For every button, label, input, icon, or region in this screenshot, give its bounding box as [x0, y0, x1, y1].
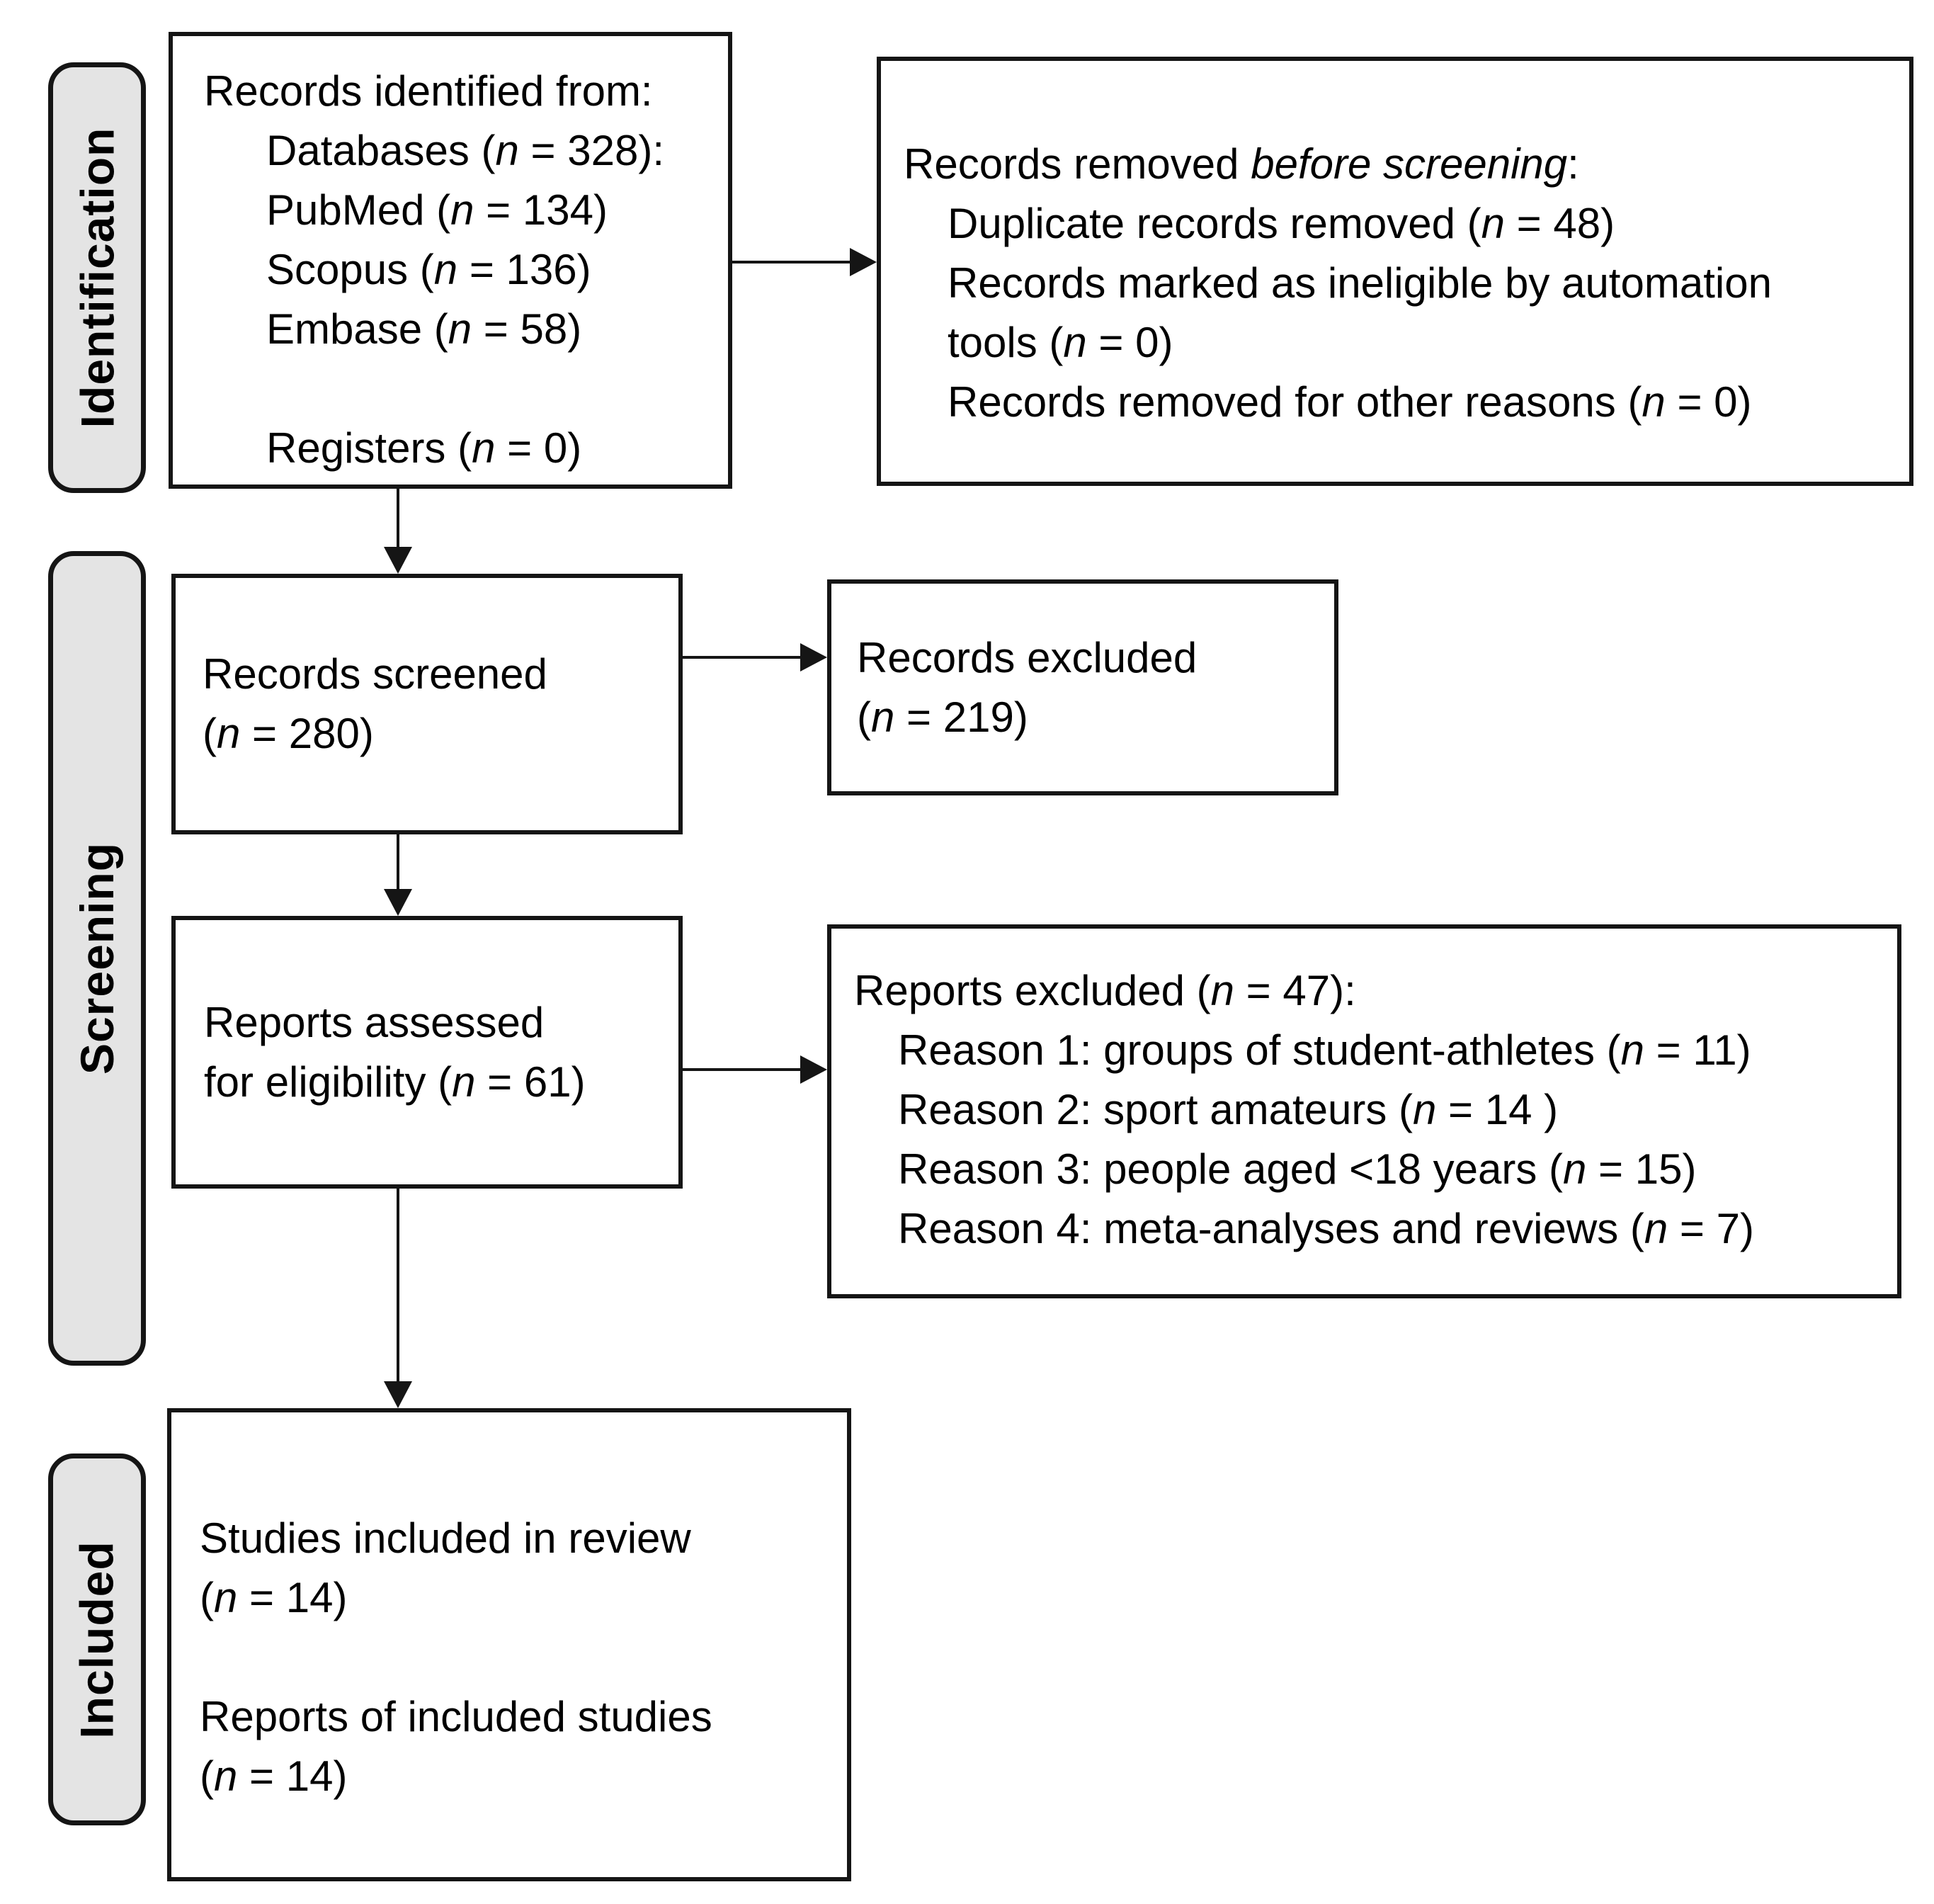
box-reports-excluded: Reports excluded (n = 47): Reason 1: gro…: [827, 924, 1901, 1298]
arrow-identified-to-removed-head: [850, 248, 877, 276]
stage-included-label: Included: [71, 1540, 124, 1739]
arrow-identified-to-removed-line: [732, 261, 851, 264]
records-excluded-count: (n = 219): [857, 693, 1028, 741]
records-screened-count: (n = 280): [203, 710, 374, 757]
records-removed-other: Records removed for other reasons (n = 0…: [948, 378, 1752, 426]
box-studies-included: Studies included in review (n = 14) Repo…: [167, 1408, 851, 1881]
records-identified-title: Records identified from:: [204, 67, 653, 115]
reports-excluded-reason-2: Reason 2: sport amateurs (n = 14 ): [898, 1086, 1559, 1133]
stage-identification: Identification: [48, 62, 146, 493]
box-records-screened: Records screened (n = 280): [171, 574, 683, 834]
arrow-identified-to-screened-line: [397, 489, 399, 548]
studies-included-spacer: [200, 1628, 840, 1687]
stage-screening: Screening: [48, 551, 146, 1366]
reports-excluded-reason-4: Reason 4: meta-analyses and reviews (n =…: [898, 1205, 1754, 1252]
records-identified-pubmed: PubMed (n = 134): [266, 186, 608, 234]
arrow-screened-to-excluded-line: [683, 656, 802, 659]
arrow-screened-to-assessed-line: [397, 834, 399, 890]
stage-identification-label: Identification: [71, 127, 124, 429]
records-excluded-title: Records excluded: [857, 633, 1198, 681]
reports-included-count: (n = 14): [200, 1752, 348, 1800]
arrow-screened-to-excluded-head: [800, 643, 827, 672]
box-records-identified: Records identified from: Databases (n = …: [169, 32, 732, 489]
records-removed-automation-cont: tools (n = 0): [948, 319, 1173, 366]
arrow-assessed-to-included-line: [397, 1189, 399, 1383]
studies-included-title: Studies included in review: [200, 1514, 691, 1562]
records-removed-title: Records removed before screening:: [904, 140, 1579, 188]
records-identified-registers: Registers (n = 0): [266, 424, 582, 472]
records-identified-spacer: [204, 359, 721, 419]
arrow-identified-to-screened-head: [384, 547, 412, 574]
records-identified-embase: Embase (n = 58): [266, 305, 582, 353]
arrow-screened-to-assessed-head: [384, 889, 412, 916]
records-removed-duplicates: Duplicate records removed (n = 48): [948, 200, 1615, 247]
records-identified-scopus: Scopus (n = 136): [266, 246, 591, 293]
records-removed-automation: Records marked as ineligible by automati…: [948, 259, 1772, 307]
arrow-assessed-to-reports-excluded-line: [683, 1068, 802, 1071]
reports-excluded-reason-1: Reason 1: groups of student-athletes (n …: [898, 1026, 1751, 1074]
stage-included: Included: [48, 1454, 146, 1825]
records-identified-databases: Databases (n = 328):: [266, 127, 665, 174]
reports-assessed-count: for eligibility (n = 61): [204, 1058, 586, 1106]
reports-assessed-title: Reports assessed: [204, 998, 545, 1046]
reports-excluded-title: Reports excluded (n = 47):: [854, 967, 1356, 1014]
studies-included-count: (n = 14): [200, 1574, 348, 1621]
stage-screening-label: Screening: [71, 842, 124, 1075]
box-records-removed: Records removed before screening: Duplic…: [877, 57, 1913, 486]
arrow-assessed-to-included-head: [384, 1381, 412, 1408]
box-reports-assessed: Reports assessed for eligibility (n = 61…: [171, 916, 683, 1189]
reports-excluded-reason-3: Reason 3: people aged <18 years (n = 15): [898, 1145, 1697, 1193]
records-screened-title: Records screened: [203, 650, 547, 698]
arrow-assessed-to-reports-excluded-head: [800, 1055, 827, 1084]
box-records-excluded: Records excluded (n = 219): [827, 579, 1338, 795]
reports-included-title: Reports of included studies: [200, 1693, 712, 1740]
